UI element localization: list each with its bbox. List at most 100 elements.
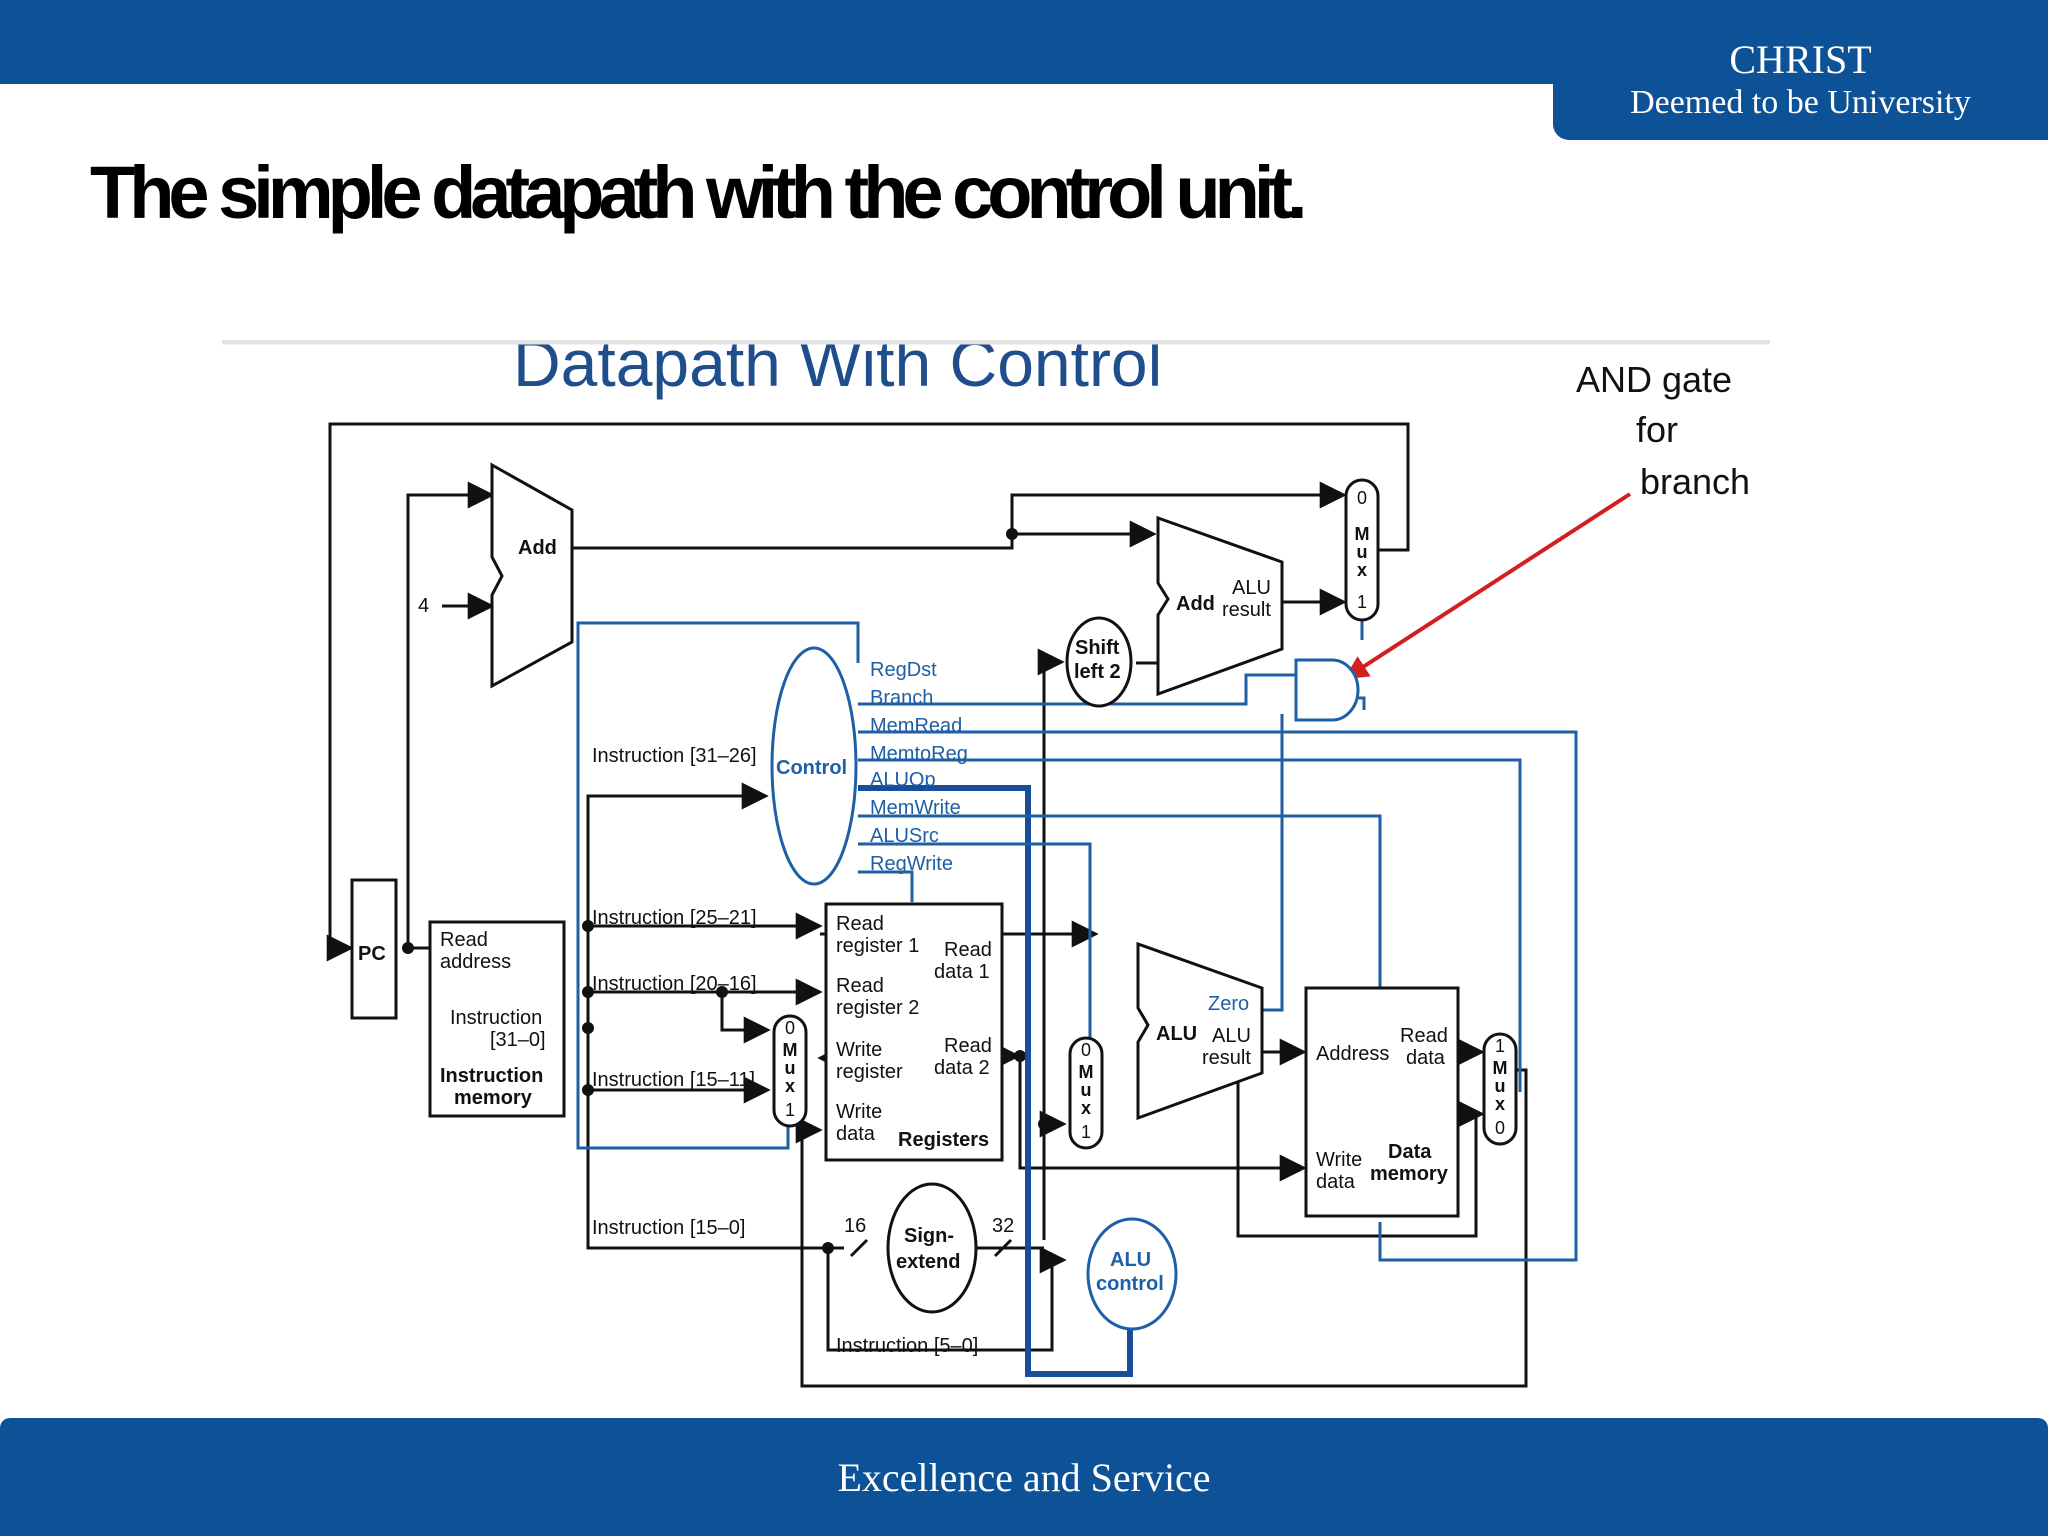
slash-16 (849, 1238, 869, 1258)
add-top-label: Add (518, 537, 557, 559)
alu-label: ALU (1156, 1023, 1197, 1045)
regdst-mux-x: x (785, 1076, 795, 1096)
sign-extend-oval (886, 1182, 978, 1314)
width-32: 32 (992, 1215, 1014, 1237)
reg-read-data-1b: data 1 (934, 961, 990, 983)
and-gate (1294, 658, 1360, 722)
field-15-0: Instruction [15–0] (592, 1217, 745, 1239)
imem-bits-label: [31–0] (490, 1029, 546, 1051)
dmem-read-data-a: Read (1400, 1025, 1448, 1047)
pc-mux-1: 1 (1357, 592, 1367, 612)
instruction-memory-box (428, 920, 566, 1118)
alu-control-oval (1086, 1217, 1178, 1331)
alu-control-label-2: control (1096, 1273, 1164, 1295)
bottom-banner: Excellence and Service (0, 1418, 2048, 1536)
imem-read-label: Read (440, 929, 488, 951)
memtoreg-mux (1482, 1032, 1518, 1146)
alusrc-mux-0: 0 (1081, 1040, 1091, 1060)
footer-tagline: Excellence and Service (837, 1455, 1211, 1500)
diagram-title: Datapath With Control (513, 340, 1162, 400)
dmem-write-data-b: data (1316, 1171, 1356, 1193)
alu-result-label-2: result (1202, 1047, 1251, 1069)
signal-regwrite: RegWrite (870, 853, 953, 875)
signal-memtoreg: MemtoReg (870, 743, 968, 765)
signal-alusrc: ALUSrc (870, 825, 939, 847)
pc-label: PC (358, 943, 386, 965)
shift-left-label-2: left 2 (1074, 661, 1121, 683)
imem-name-1: Instruction (440, 1065, 543, 1087)
imem-address-label: address (440, 951, 511, 973)
brand-name: CHRIST (1729, 37, 1872, 82)
regdst-mux-u: u (785, 1058, 796, 1078)
field-20-16: Instruction [20–16] (592, 973, 757, 995)
signal-regdst: RegDst (870, 659, 937, 681)
reg-read-register-2b: register 2 (836, 997, 919, 1019)
reg-write-register-b: register (836, 1061, 903, 1083)
alusrc-mux-x: x (1081, 1098, 1091, 1118)
memtoreg-mux-m: M (1493, 1058, 1508, 1078)
slide-title: The simple datapath with the control uni… (90, 151, 1308, 234)
annotation-arrow (1343, 492, 1632, 680)
pc-mux-u: u (1357, 542, 1368, 562)
shift-left-label-1: Shift (1075, 637, 1120, 659)
dmem-name-a: Data (1388, 1141, 1432, 1163)
reg-read-data-1a: Read (944, 939, 992, 961)
memtoreg-mux-0: 0 (1495, 1118, 1505, 1138)
control-oval (770, 646, 858, 886)
reg-write-data-b: data (836, 1123, 876, 1145)
data-memory-box (1304, 986, 1460, 1218)
pc-register (350, 878, 398, 1020)
add-branch-shape (1156, 515, 1284, 697)
field-5-0: Instruction [5–0] (836, 1335, 978, 1357)
sign-extend-label-2: extend (896, 1251, 960, 1273)
reg-read-register-1b: register 1 (836, 935, 919, 957)
registers-box (824, 902, 1004, 1162)
memtoreg-mux-x: x (1495, 1094, 1505, 1114)
pc-mux-x: x (1357, 560, 1367, 580)
imem-instruction-label: Instruction (450, 1007, 542, 1029)
pc-mux (1344, 478, 1380, 622)
imem-name-2: memory (454, 1087, 533, 1109)
annotation-line-3: branch (1640, 461, 1750, 502)
dmem-read-data-b: data (1406, 1047, 1446, 1069)
reg-read-data-2b: data 2 (934, 1057, 990, 1079)
signal-aluop: ALUOp (870, 769, 936, 791)
reg-read-register-2a: Read (836, 975, 884, 997)
pc-mux-m: M (1355, 524, 1370, 544)
registers-name: Registers (898, 1129, 989, 1151)
alu-result-label-1: ALU (1212, 1025, 1251, 1047)
alu-zero-label: Zero (1208, 993, 1249, 1015)
reg-read-register-1a: Read (836, 913, 884, 935)
regdst-mux-1: 1 (785, 1100, 795, 1120)
control-label: Control (776, 757, 847, 779)
add-branch-result-1: ALU (1232, 577, 1271, 599)
reg-read-data-2a: Read (944, 1035, 992, 1057)
alusrc-mux (1068, 1036, 1104, 1150)
dmem-name-b: memory (1370, 1163, 1449, 1185)
alusrc-mux-1: 1 (1081, 1122, 1091, 1142)
signal-memwrite: MemWrite (870, 797, 961, 819)
field-25-21: Instruction [25–21] (592, 907, 757, 929)
regdst-mux-m: M (783, 1040, 798, 1060)
memtoreg-mux-1: 1 (1495, 1036, 1505, 1056)
brand-subtitle: Deemed to be University (1630, 84, 1971, 121)
field-15-11: Instruction [15–11] (592, 1069, 755, 1091)
annotation-line-1: AND gate (1576, 359, 1732, 400)
alu-control-label-1: ALU (1110, 1249, 1151, 1271)
dmem-address-label: Address (1316, 1043, 1389, 1065)
control-wires (576, 600, 1578, 1377)
university-brand: CHRIST Deemed to be University (1553, 0, 2048, 140)
slash-32 (993, 1238, 1013, 1258)
shift-left-oval (1065, 616, 1133, 708)
regdst-mux-0: 0 (785, 1018, 795, 1038)
signal-memread: MemRead (870, 715, 962, 737)
width-16: 16 (844, 1215, 866, 1237)
pc-mux-0: 0 (1357, 488, 1367, 508)
dmem-write-data-a: Write (1316, 1149, 1362, 1171)
alusrc-mux-u: u (1081, 1080, 1092, 1100)
reg-write-register-a: Write (836, 1039, 882, 1061)
signal-branch: Branch (870, 687, 933, 709)
reg-write-data-a: Write (836, 1101, 882, 1123)
regdst-mux (772, 1014, 808, 1128)
const-four-label: 4 (418, 595, 429, 617)
